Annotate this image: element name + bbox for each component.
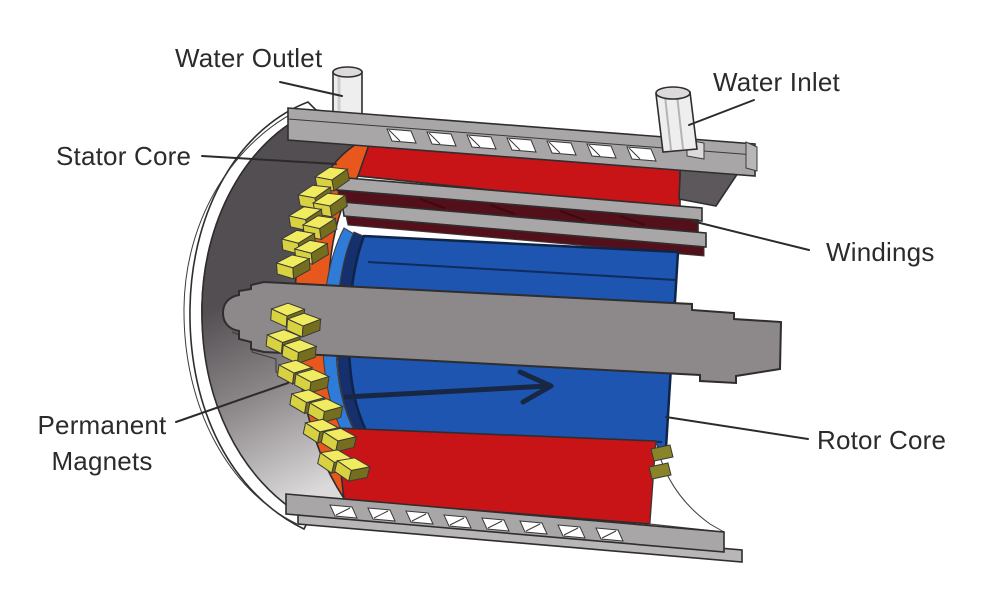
- magnets-bottom-right: [648, 444, 674, 480]
- label-permanent-magnets-line2: Magnets: [51, 446, 153, 476]
- leader-stator-core: [201, 155, 337, 165]
- label-windings: Windings: [826, 237, 935, 267]
- label-water-inlet: Water Inlet: [713, 67, 840, 97]
- label-rotor-core: Rotor Core: [817, 425, 947, 455]
- cooling-jacket-top: [287, 107, 758, 177]
- leader-windings: [691, 220, 810, 251]
- label-water-outlet: Water Outlet: [175, 43, 323, 73]
- label-stator-core: Stator Core: [56, 141, 192, 171]
- label-permanent-magnets-line1: Permanent: [37, 410, 167, 440]
- leader-lines: [175, 81, 810, 440]
- cooling-channels-bottom: [329, 504, 624, 542]
- cooling-channels-top: [386, 128, 657, 162]
- water-outlet-pipe: [332, 66, 363, 115]
- leader-water-outlet: [279, 81, 343, 97]
- rotation-arrow: [343, 369, 554, 405]
- shaft: [221, 280, 783, 385]
- end-windings: [335, 176, 707, 257]
- leader-permanent-magnets: [175, 382, 289, 423]
- cooling-jacket-bottom: [285, 493, 743, 563]
- water-inlet-pipe: [655, 86, 705, 160]
- leader-rotor-core: [665, 416, 809, 440]
- leader-water-inlet: [688, 99, 755, 126]
- label-permanent-magnets: Permanent Magnets: [32, 407, 172, 479]
